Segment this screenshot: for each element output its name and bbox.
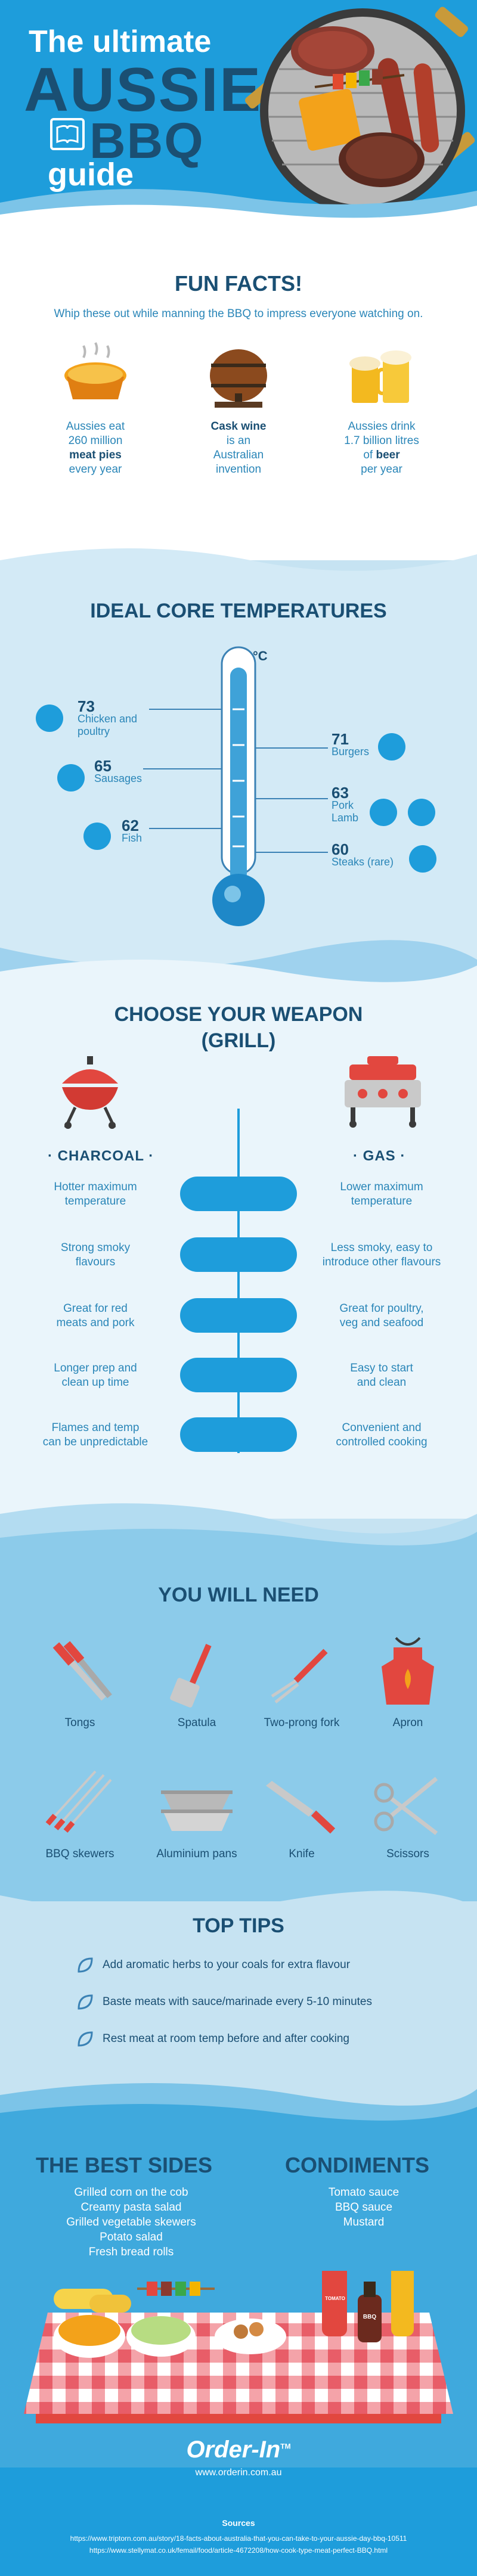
source-link-2[interactable]: https://www.stellymat.co.uk/femail/food/… — [89, 2546, 388, 2555]
weapon-wave — [0, 1503, 477, 1556]
tool-label-apron: Apron — [392, 1717, 423, 1729]
thermometer — [212, 646, 265, 926]
temp-sausages: 65 Sausages — [94, 757, 143, 784]
grill-illustration — [245, 7, 475, 213]
brand-logo: Order-InTM — [186, 2437, 291, 2463]
tool-label-fork: Two-prong fork — [264, 1717, 340, 1729]
meat-pie-icon — [64, 342, 126, 399]
target-icon — [180, 1417, 297, 1452]
title-line-3: BBQ — [89, 113, 205, 169]
tongs-icon — [52, 1641, 112, 1701]
fun-facts-subtitle: Whip these out while manning the BBQ to … — [54, 308, 423, 320]
pans-icon — [161, 1790, 233, 1831]
sausage-icon — [57, 764, 85, 792]
wine-cask-icon — [210, 349, 267, 408]
tools-section — [0, 1553, 477, 1901]
tip-3: Rest meat at room temp before and after … — [103, 2032, 349, 2045]
leaf-icon — [78, 1957, 93, 1973]
temp-burgers: 71 Burgers — [332, 730, 370, 758]
charcoal-heading: · CHARCOAL · — [48, 1148, 154, 1164]
scissors-icon — [374, 1777, 438, 1835]
gas-grill-icon — [345, 1056, 421, 1128]
pig-icon — [370, 799, 397, 826]
brand-url[interactable]: www.orderin.com.au — [195, 2468, 282, 2478]
weapon-title: CHOOSE YOUR WEAPON — [114, 1003, 363, 1026]
sides-list: Grilled corn on the cob Creamy pasta sal… — [66, 2186, 196, 2258]
tools-title: YOU WILL NEED — [158, 1584, 319, 1606]
smoke-icon — [180, 1237, 297, 1272]
charcoal-grill-icon — [62, 1056, 118, 1129]
footer — [0, 2468, 477, 2576]
gas-row-3: Great for poultry,veg and seafood — [339, 1302, 424, 1329]
flame-icon — [180, 1177, 297, 1211]
fact-meat-pies: Aussies eat 260 million meat pies every … — [66, 420, 125, 476]
fun-facts-title: FUN FACTS! — [175, 271, 302, 296]
tool-label-scissors: Scissors — [386, 1848, 429, 1860]
meat-icon — [180, 1298, 297, 1333]
compare-divider — [237, 1109, 240, 1453]
chicken-icon — [36, 704, 63, 732]
clock-icon — [180, 1358, 297, 1392]
title-line-1: The ultimate — [29, 24, 212, 59]
gas-heading: · GAS · — [353, 1148, 406, 1164]
temp-pork-lamb: 63 Pork Lamb — [332, 784, 359, 824]
temperature-title: IDEAL CORE TEMPERATURES — [90, 600, 387, 622]
tomato-bottle-label: TOMATO — [325, 2296, 345, 2301]
tools-wave — [0, 1891, 477, 1937]
skewers-icon — [45, 1770, 112, 1833]
steak-icon — [409, 845, 436, 873]
rest-icon — [78, 2031, 93, 2047]
temperature-wave — [0, 940, 477, 995]
facts-wave — [0, 548, 477, 590]
condiments-title: CONDIMENTS — [285, 2153, 429, 2177]
tips-title: TOP TIPS — [193, 1914, 284, 1937]
title-line-4: guide — [48, 157, 134, 193]
header-wave — [0, 189, 477, 226]
tips-wave — [0, 2083, 477, 2137]
tool-label-pans: Aluminium pans — [156, 1848, 237, 1860]
bbq-bottle-label: BBQ — [363, 2314, 377, 2320]
tip-2: Baste meats with sauce/marinade every 5-… — [103, 1995, 372, 2008]
temp-fish: 62 Fish — [122, 817, 143, 844]
tip-1: Add aromatic herbs to your coals for ext… — [103, 1959, 351, 1971]
fork-icon — [271, 1649, 328, 1703]
knife-icon — [266, 1781, 336, 1834]
book-icon — [50, 118, 85, 150]
tool-label-tongs: Tongs — [64, 1717, 95, 1729]
beer-icon — [349, 350, 411, 403]
burger-icon — [378, 733, 405, 761]
spatula-icon — [170, 1644, 212, 1708]
tool-label-knife: Knife — [289, 1848, 315, 1860]
fish-icon — [83, 823, 111, 850]
fact-cask-wine: Cask wine is an Australian invention — [210, 420, 267, 476]
weapon-subtitle: (GRILL) — [201, 1029, 276, 1052]
picnic-table — [24, 2271, 453, 2423]
temperature-unit: °C — [253, 648, 268, 663]
title-line-2: AUSSIE — [24, 55, 262, 125]
sides-title: THE BEST SIDES — [36, 2153, 213, 2177]
condiments-list: Tomato sauce BBQ sauce Mustard — [328, 2186, 399, 2229]
sources-title: Sources — [222, 2518, 255, 2528]
source-link-1[interactable]: https://www.triptorn.com.au/story/18-fac… — [70, 2534, 407, 2543]
temp-steaks: 60 Steaks (rare) — [332, 840, 394, 868]
sheep-icon — [408, 799, 435, 826]
brush-icon — [78, 1994, 93, 2010]
apron-icon — [382, 1637, 434, 1705]
tool-label-spatula: Spatula — [177, 1717, 216, 1729]
fact-beer: Aussies drink 1.7 billion litres of beer… — [344, 420, 419, 476]
temperature-connectors — [143, 709, 328, 853]
temp-chicken: 73 Chicken and poultry — [78, 697, 138, 737]
tool-label-skewers: BBQ skewers — [45, 1848, 114, 1860]
header: The ultimate AUSSIE BBQ guide — [0, 0, 477, 226]
